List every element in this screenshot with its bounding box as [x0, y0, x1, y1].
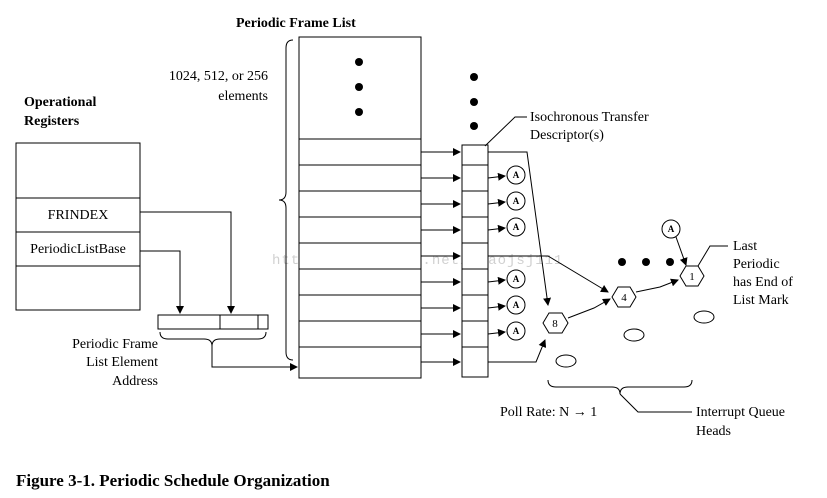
svg-text:A: A [513, 222, 520, 232]
queue-head-node: 4 [611, 286, 637, 308]
itd-to-q4-connector [488, 255, 609, 293]
a-marker: A [506, 269, 526, 289]
queue-brace-leader [619, 393, 692, 413]
element-address-bar [157, 314, 269, 330]
itd-to-q8-lower-connector [488, 339, 547, 363]
a-marker: A [506, 165, 526, 185]
a-marker: A [506, 295, 526, 315]
itd-label-line1: Isochronous Transfer [530, 110, 649, 125]
interrupt-label-line2: Heads [696, 424, 731, 439]
itd-to-a-arrows [487, 172, 506, 337]
last-label-line3: has End of [733, 275, 793, 290]
svg-text:4: 4 [621, 292, 627, 304]
queue-brace [547, 379, 693, 395]
last-label-line1: Last [733, 239, 757, 254]
size-brace [278, 39, 294, 361]
operational-registers-block [15, 142, 141, 311]
frame-list-column [298, 36, 422, 379]
svg-text:A: A [513, 274, 520, 284]
q8-to-q4-link [567, 298, 611, 319]
itd-ellipsis [470, 73, 478, 130]
svg-text:1: 1 [689, 271, 695, 283]
last-label-line4: List Mark [733, 293, 789, 308]
address-to-list-arrow [211, 346, 298, 371]
itd-label-line2: Descriptor(s) [530, 128, 604, 143]
frindex-connector [140, 211, 235, 314]
poll-rate-label: Poll Rate: N → 1 [500, 405, 597, 420]
address-brace [159, 331, 267, 347]
a-marker: A [506, 191, 526, 211]
size-note-line1: 1024, 512, or 256 [169, 69, 268, 84]
svg-text:A: A [513, 326, 520, 336]
queue-ovals [555, 310, 715, 368]
a-to-q1-link [675, 236, 688, 266]
svg-text:A: A [513, 300, 520, 310]
figure-caption: Figure 3-1. Periodic Schedule Organizati… [16, 471, 330, 490]
queue-ellipsis [618, 258, 674, 266]
a-marker: A [506, 217, 526, 237]
element-address-line2: List Element [86, 355, 158, 370]
last-label-line2: Periodic [733, 257, 780, 272]
registers-heading-line1: Operational [24, 95, 96, 110]
element-address-line3: Address [112, 374, 158, 389]
svg-text:8: 8 [552, 318, 558, 330]
itd-leader-line [484, 116, 527, 147]
queue-head-node: 1 [679, 265, 705, 287]
frame-list-title: Periodic Frame List [236, 16, 356, 31]
q4-to-q1-link [635, 278, 679, 293]
register-frindex: FRINDEX [48, 208, 109, 223]
itd-column [461, 144, 489, 378]
svg-text:A: A [513, 170, 520, 180]
size-note-line2: elements [218, 89, 268, 104]
interrupt-label-line1: Interrupt Queue [696, 405, 785, 420]
element-address-line1: Periodic Frame [72, 337, 158, 352]
svg-text:A: A [513, 196, 520, 206]
frame-to-itd-arrows [421, 148, 461, 366]
registers-heading-line2: Registers [24, 114, 80, 129]
register-periodiclistbase: PeriodicListBase [30, 242, 126, 257]
a-marker: A [506, 321, 526, 341]
svg-text:A: A [668, 224, 675, 234]
frame-list-ellipsis [355, 58, 363, 116]
queue-head-node: 8 [542, 312, 569, 334]
a-marker: A [661, 219, 681, 239]
listbase-connector [140, 250, 184, 314]
last-label-leader [697, 245, 728, 267]
itd-to-q8-connector [488, 151, 552, 306]
